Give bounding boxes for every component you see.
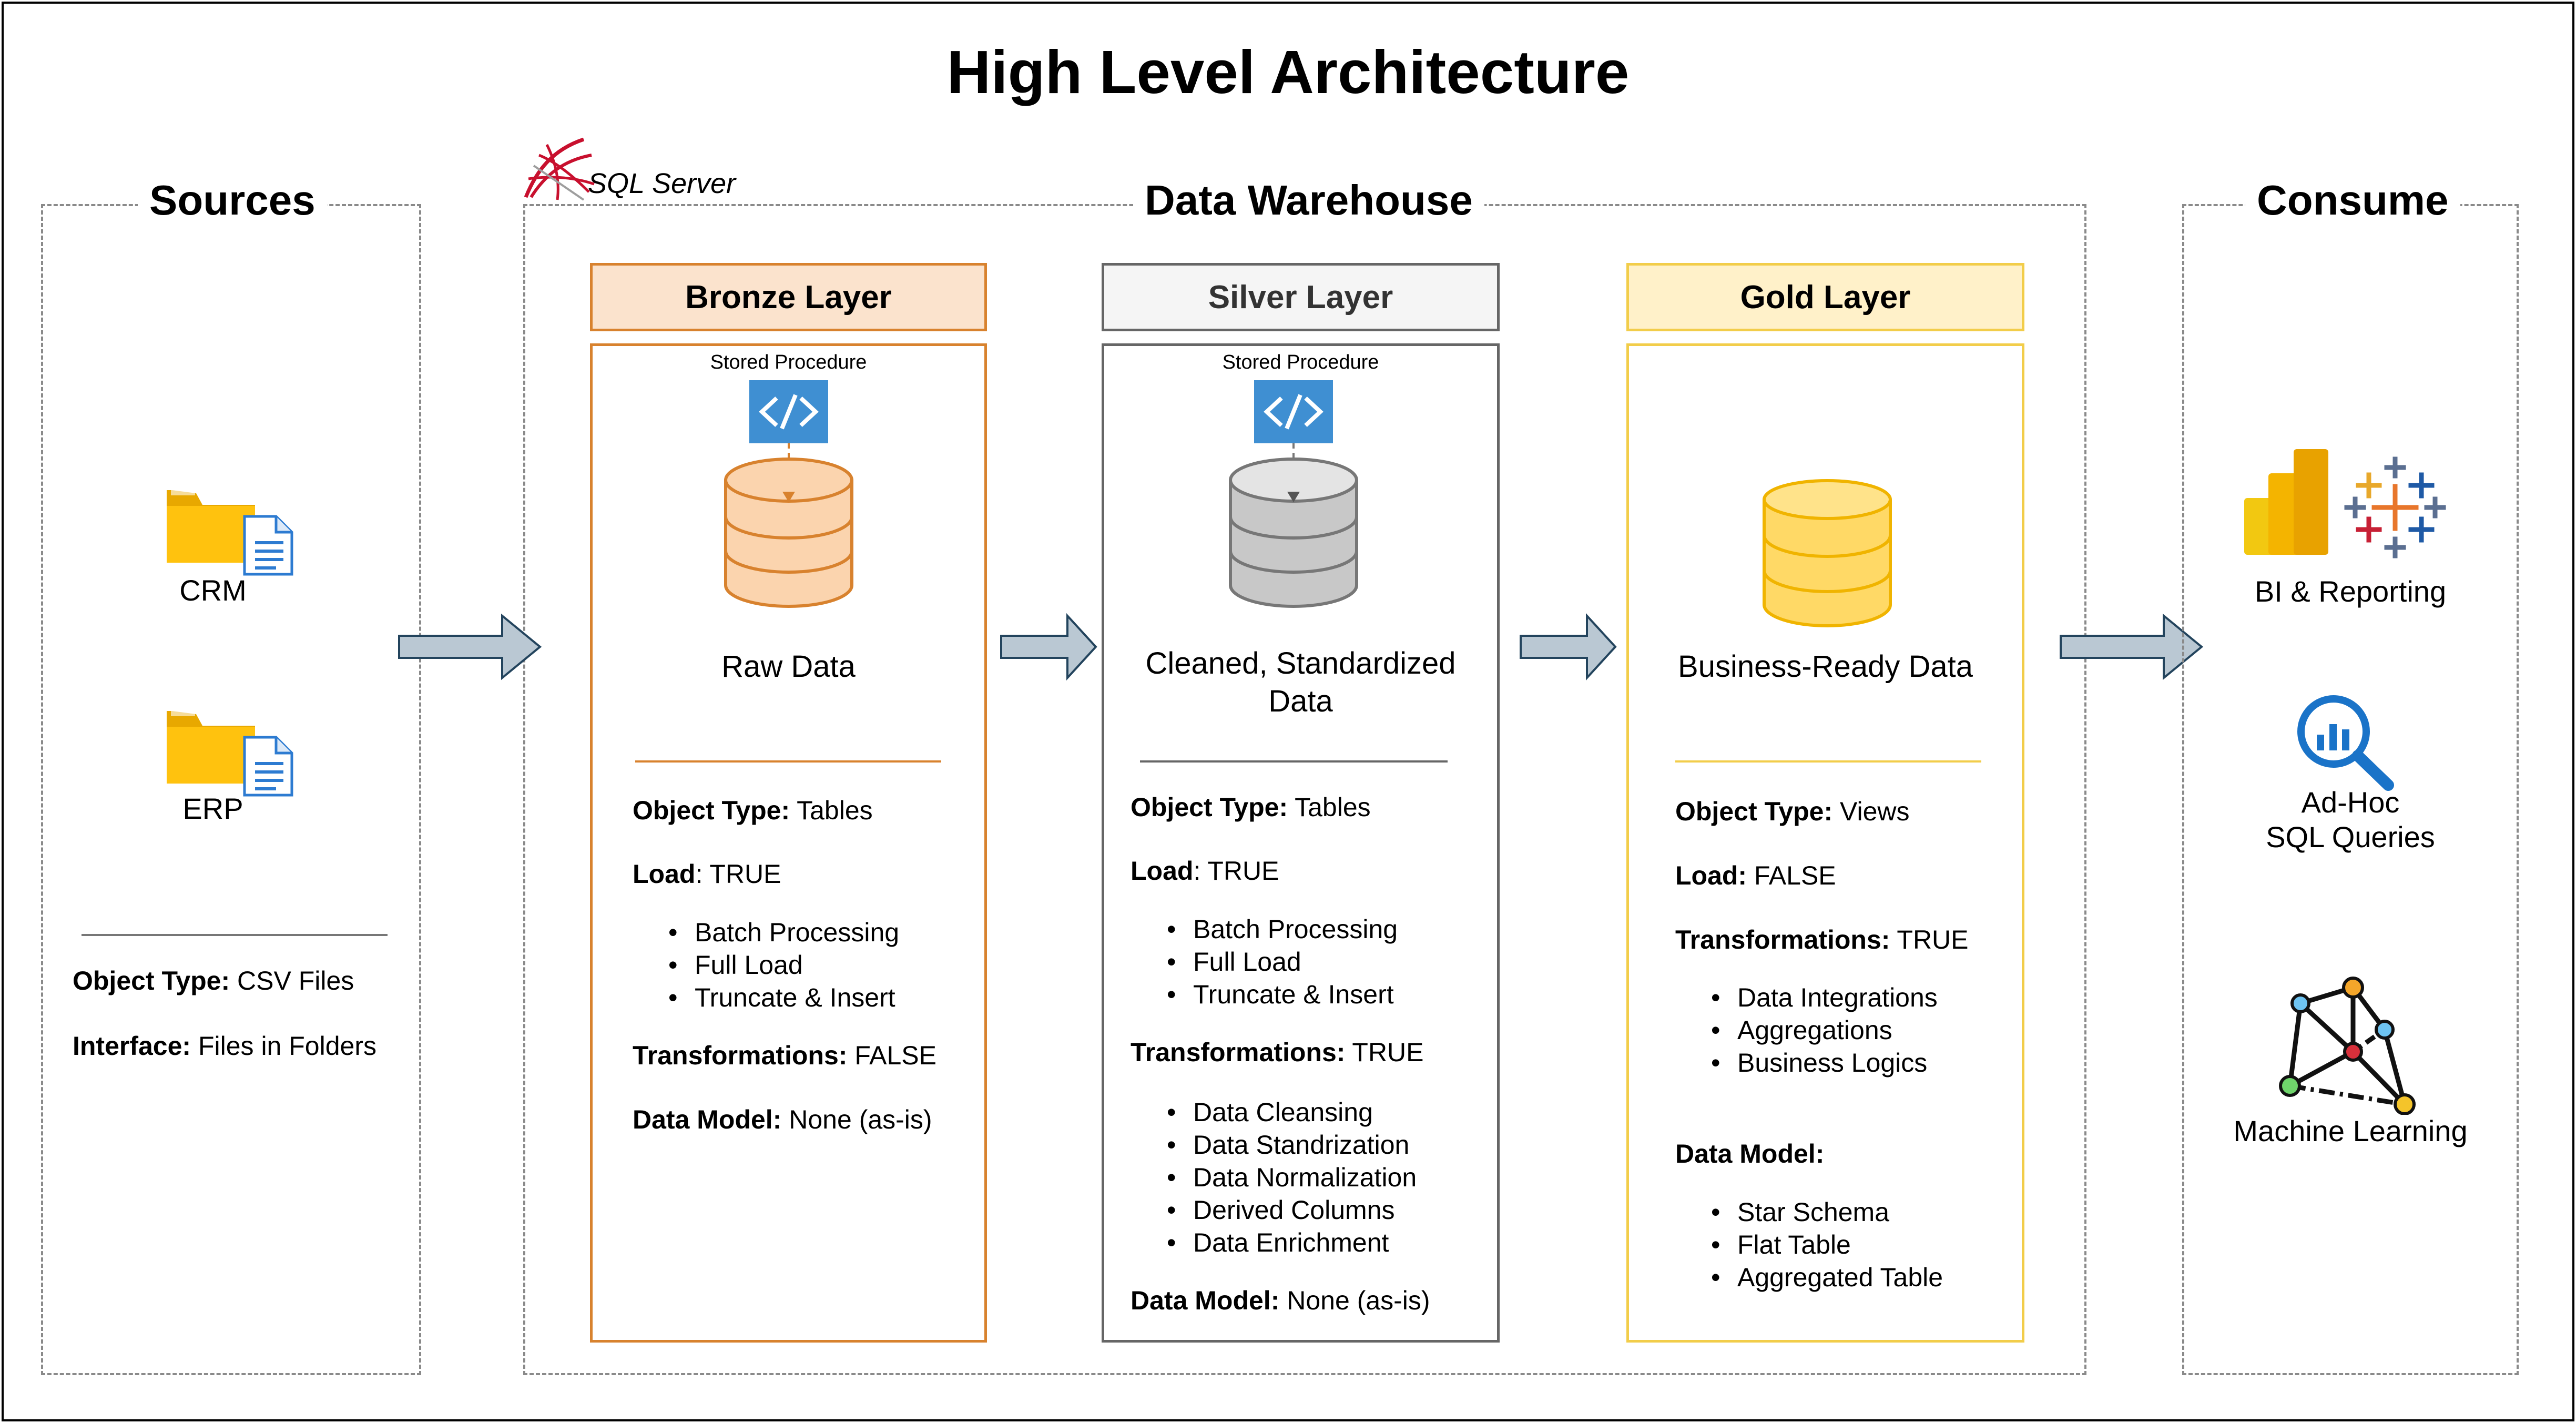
consume-ml-label: Machine Learning xyxy=(2233,1114,2468,1147)
list-item: Data Integrations xyxy=(1708,981,1938,1014)
list-item: Batch Processing xyxy=(1164,913,1398,946)
list-item: Data Standrization xyxy=(1164,1129,1417,1161)
erp-folder-icon xyxy=(167,711,293,797)
list-item: Data Cleansing xyxy=(1164,1096,1417,1129)
gold-caption: Business-Ready Data xyxy=(1678,649,1973,684)
silver-data-model: Data Model: None (as-is) xyxy=(1131,1286,1430,1315)
silver-transformations-list: Data Cleansing Data Standrization Data N… xyxy=(1164,1096,1417,1259)
list-item: Flat Table xyxy=(1708,1228,1943,1261)
silver-object-type: Object Type: Tables xyxy=(1131,792,1371,822)
bronze-database-icon xyxy=(724,443,853,608)
list-item: Business Logics xyxy=(1708,1046,1938,1079)
bronze-stored-procedure-icon xyxy=(749,380,828,443)
arrow-bronze-to-silver-icon xyxy=(1000,613,1097,681)
silver-layer-panel xyxy=(1102,343,1500,1343)
list-item: Aggregated Table xyxy=(1708,1261,1943,1294)
gold-object-type: Object Type: Views xyxy=(1675,797,1910,826)
arrow-sources-to-bronze-icon xyxy=(398,613,542,680)
bronze-object-type: Object Type: Tables xyxy=(633,796,873,825)
list-item: Truncate & Insert xyxy=(665,981,899,1014)
list-item: Data Normalization xyxy=(1164,1161,1417,1194)
list-item: Star Schema xyxy=(1708,1196,1943,1228)
machine-learning-icon xyxy=(2279,977,2416,1115)
list-item: Batch Processing xyxy=(665,916,899,949)
gold-layer-header: Gold Layer xyxy=(1626,263,2024,331)
gold-layer-panel xyxy=(1626,343,2024,1343)
bronze-load: Load: TRUE xyxy=(633,859,781,889)
silver-transformations: Transformations: TRUE xyxy=(1131,1038,1424,1067)
sources-title: Sources xyxy=(138,171,327,229)
list-item: Derived Columns xyxy=(1164,1194,1417,1226)
consume-title: Consume xyxy=(2245,171,2460,229)
analytics-search-icon xyxy=(2297,695,2394,791)
bronze-transformations: Transformations: FALSE xyxy=(633,1041,936,1070)
gold-divider xyxy=(1675,760,1981,763)
list-item: Aggregations xyxy=(1708,1014,1938,1046)
sql-server-label: SQL Server xyxy=(588,168,736,199)
silver-stored-procedure-icon xyxy=(1254,380,1333,443)
sources-interface: Interface: Files in Folders xyxy=(73,1031,376,1061)
silver-divider xyxy=(1140,760,1448,763)
bronze-data-model: Data Model: None (as-is) xyxy=(633,1105,932,1134)
list-item: Full Load xyxy=(665,949,899,981)
gold-data-model-list: Star Schema Flat Table Aggregated Table xyxy=(1708,1196,1943,1294)
bronze-caption: Raw Data xyxy=(721,649,856,684)
list-item: Full Load xyxy=(1164,946,1398,978)
arrow-silver-to-gold-icon xyxy=(1520,613,1617,681)
diagram-title: High Level Architecture xyxy=(946,38,1630,106)
power-bi-icon xyxy=(2244,449,2328,555)
source-crm-label: CRM xyxy=(179,574,247,607)
bronze-sp-label: Stored Procedure xyxy=(710,351,867,373)
sources-object-type: Object Type: CSV Files xyxy=(73,966,354,995)
sql-server-logo-icon xyxy=(524,137,595,201)
silver-sp-label: Stored Procedure xyxy=(1222,351,1379,373)
tableau-icon xyxy=(2344,456,2446,558)
gold-transformations: Transformations: TRUE xyxy=(1675,925,1969,954)
bronze-layer-header: Bronze Layer xyxy=(590,263,987,331)
crm-folder-icon xyxy=(167,490,293,576)
list-item: Data Enrichment xyxy=(1164,1226,1417,1259)
silver-load: Load: TRUE xyxy=(1131,856,1279,886)
gold-data-model: Data Model: xyxy=(1675,1139,1825,1168)
gold-load: Load: FALSE xyxy=(1675,861,1836,890)
silver-load-list: Batch Processing Full Load Truncate & In… xyxy=(1164,913,1398,1011)
sources-divider xyxy=(82,934,388,936)
silver-layer-header: Silver Layer xyxy=(1102,263,1500,331)
gold-database-icon xyxy=(1763,479,1892,627)
list-item: Truncate & Insert xyxy=(1164,978,1398,1011)
silver-database-icon xyxy=(1229,443,1358,608)
consume-bi-label: BI & Reporting xyxy=(2254,575,2447,608)
bronze-divider xyxy=(635,760,941,763)
warehouse-title: Data Warehouse xyxy=(1133,171,1484,229)
bronze-layer-panel xyxy=(590,343,987,1343)
source-erp-label: ERP xyxy=(182,792,243,825)
gold-transformations-list: Data Integrations Aggregations Business … xyxy=(1708,981,1938,1079)
bronze-load-list: Batch Processing Full Load Truncate & In… xyxy=(665,916,899,1014)
